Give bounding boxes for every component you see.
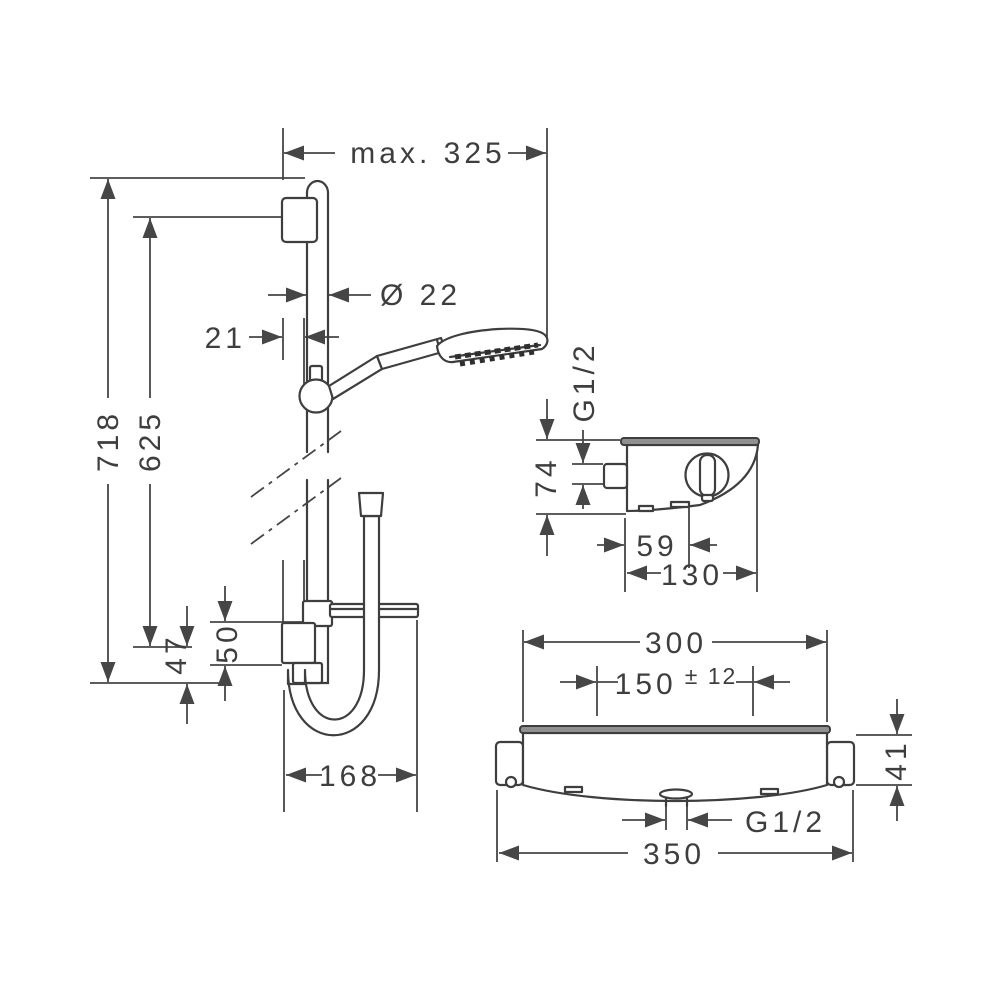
shower-rail-view (250, 179, 549, 737)
valve-body-front (521, 731, 829, 803)
handshower-cone (327, 354, 384, 401)
thermostat-side-view (602, 437, 760, 513)
dim-label-outlet-thread: G1/2 (745, 806, 826, 839)
handshower-head (435, 327, 549, 364)
dim-label-wall-offset: 21 (205, 322, 246, 355)
thermostat-front-view (494, 725, 856, 808)
valve-foot (669, 500, 691, 509)
valve-shelf-lip-side (620, 437, 760, 446)
dim-label-valve-height: 74 (530, 456, 563, 497)
hose-outlet (658, 788, 694, 800)
upper-wall-bracket (280, 196, 319, 244)
dim-label-bar-diameter: Ø 22 (380, 279, 461, 312)
wall-bar-upper (305, 179, 330, 454)
dim-label-body-height: 41 (880, 739, 913, 780)
dim-label-max-reach: max. 325 (350, 137, 505, 170)
dim-label-lower-offset: 47 (160, 633, 193, 674)
dim-label-shelf-depth: 168 (319, 760, 381, 793)
spray-nozzles (459, 349, 535, 367)
dim-label-knob-depth: 59 (636, 530, 677, 563)
dim-label-connection-spacing: 150 ± 12 (615, 663, 738, 701)
dim-label-bracket-height: 625 (134, 410, 167, 472)
lower-wall-bracket (280, 621, 317, 665)
hose-nut (357, 491, 385, 518)
dim-label-total-depth: 130 (661, 559, 723, 592)
left-connection-screw (504, 775, 518, 789)
valve-foot (637, 504, 655, 513)
valve-shelf-lip-front (519, 725, 831, 734)
dim-value: 150 (615, 668, 677, 701)
knob-grip (698, 453, 717, 498)
handshower-handle (375, 336, 448, 371)
dim-label-total-width: 350 (643, 838, 705, 871)
underside-clip (563, 785, 584, 794)
dim-label-shelf-offset: 50 (211, 622, 244, 663)
dim-tolerance: ± 12 (685, 663, 738, 689)
break-mark (250, 430, 342, 498)
dimension-lines (90, 128, 912, 862)
spray-nozzles (454, 342, 539, 360)
slider-holder (298, 378, 334, 414)
wall-connector-side (602, 462, 629, 490)
right-connection-screw (832, 775, 846, 789)
dim-label-total-height: 718 (92, 410, 125, 472)
dimension-labels: max. 325 718 625 Ø 22 21 47 50 168 G1/2 … (92, 137, 913, 871)
dim-label-body-width: 300 (645, 627, 707, 660)
shower-hose (286, 514, 381, 737)
knob-grip-tab (700, 493, 715, 503)
underside-clip (759, 787, 780, 796)
break-mark (250, 477, 342, 545)
dim-label-side-thread: G1/2 (568, 341, 601, 422)
lower-bracket-step (291, 661, 324, 685)
